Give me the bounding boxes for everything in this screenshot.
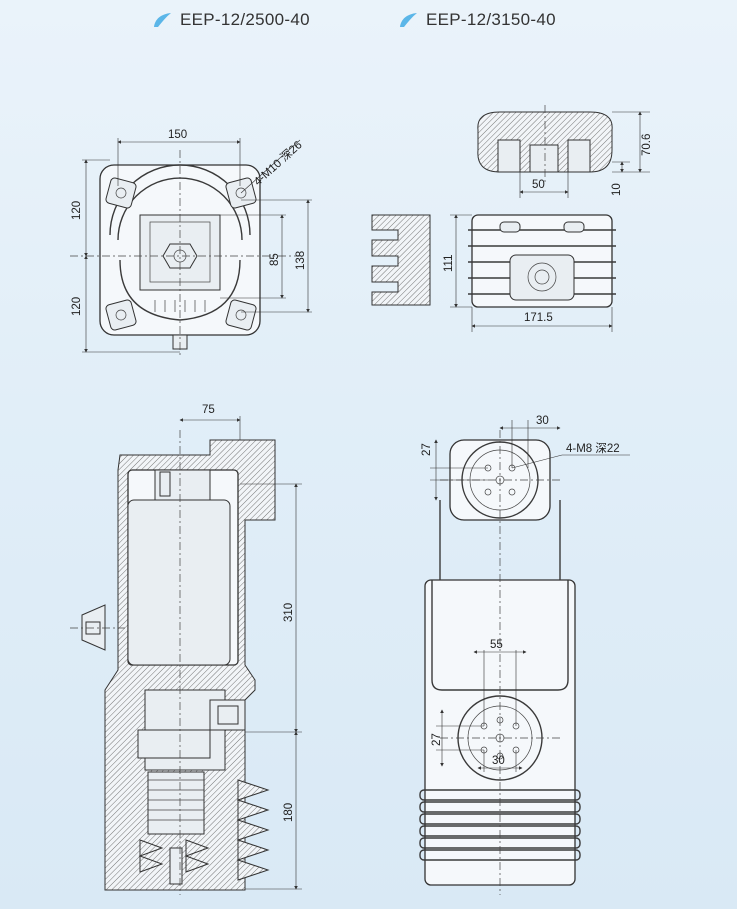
dim-label: 27 <box>431 733 443 746</box>
dim-label: 10 <box>611 183 623 196</box>
back-view: 30 27 4-M8 深22 55 27 30 <box>419 415 630 895</box>
model-title: EEP-12/2500-40 <box>180 10 310 29</box>
section-view: 75 310 180 <box>70 404 302 895</box>
dim-label: 30 <box>536 415 549 427</box>
model-title: EEP-12/3150-40 <box>426 10 556 29</box>
dim-label: 171.5 <box>524 312 553 324</box>
dim-label: 27 <box>421 443 433 456</box>
dim-label: 55 <box>490 639 503 651</box>
dim-label: 75 <box>202 404 215 416</box>
header-model-b: EEP-12/3150-40 <box>398 10 556 30</box>
dim-label: 138 <box>295 251 307 270</box>
dim-label: 150 <box>168 129 187 141</box>
dim-label: 85 <box>269 253 281 266</box>
header-model-a: EEP-12/2500-40 <box>152 10 310 30</box>
dim-label: 180 <box>283 803 295 822</box>
dim-label: 50 <box>532 179 545 191</box>
dim-label: 70.6 <box>641 134 653 156</box>
front-view: 150 120 120 85 138 4-M10 深26 <box>70 129 312 355</box>
side-view: 111 171.5 <box>371 214 616 332</box>
dim-label: 4-M8 深22 <box>566 441 620 455</box>
leaf-icon <box>400 13 417 27</box>
dim-label: 310 <box>283 603 295 622</box>
leaf-icon <box>154 13 171 27</box>
dim-label: 4-M10 深26 <box>251 138 305 189</box>
top-view: 70.6 10 50 <box>477 105 653 198</box>
dim-label: 111 <box>443 255 455 272</box>
dim-label: 120 <box>71 201 83 220</box>
dim-label: 120 <box>71 297 83 316</box>
dim-label: 30 <box>492 755 505 767</box>
